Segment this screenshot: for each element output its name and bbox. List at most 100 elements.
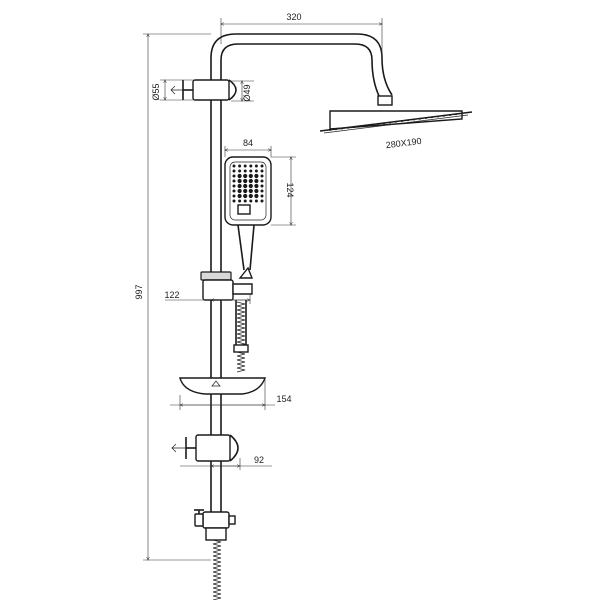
soap-tray-icon — [179, 377, 266, 395]
nozzle-dot — [335, 128, 337, 131]
spray-dot — [254, 188, 259, 194]
spray-dot — [260, 174, 264, 178]
spray-dot — [243, 193, 248, 199]
wall-bracket-icon — [170, 79, 237, 101]
nozzle-dot — [413, 118, 415, 121]
spray-dot — [243, 178, 248, 184]
dim-overall-height-label: 997 — [134, 284, 144, 299]
nozzle-dot — [455, 113, 457, 116]
spray-dot — [232, 169, 236, 173]
spray-dot — [237, 188, 242, 194]
dim-head-size-label: 280X190 — [385, 136, 422, 150]
nozzle-dot — [377, 123, 379, 125]
nozzle-dot — [365, 124, 367, 127]
dimension-lower-bracket: 92 — [180, 455, 272, 470]
spray-dot — [232, 164, 236, 168]
spray-dot — [249, 164, 253, 168]
nozzle-dot — [341, 127, 343, 130]
lower-bracket — [171, 434, 239, 462]
spray-dot — [232, 179, 236, 183]
spray-dot — [260, 194, 264, 198]
spray-dot — [248, 188, 253, 194]
nozzle-dot — [389, 121, 391, 124]
spray-dot — [260, 184, 264, 188]
nozzle-dot — [347, 126, 349, 129]
spray-dot — [260, 189, 264, 193]
nozzle-dot — [449, 114, 451, 116]
dimension-bracket-dia: Ø55 — [151, 80, 193, 101]
dim-tray-width-label: 154 — [276, 394, 291, 404]
spray-dot — [254, 173, 259, 179]
dimension-pipe-dia: Ø49 — [231, 81, 254, 102]
overhead-arm — [210, 33, 393, 106]
nozzle-dot — [329, 129, 331, 131]
spray-dot — [243, 188, 248, 194]
hand-shower-spray-dots — [232, 164, 264, 203]
shower-head-nozzles — [329, 113, 457, 131]
nozzle-dot — [443, 114, 445, 117]
dim-slider-offset-label: 122 — [164, 290, 179, 300]
nozzle-dot — [431, 116, 433, 119]
spray-dot — [248, 193, 253, 199]
spray-dot — [232, 174, 236, 178]
nozzle-dot — [425, 117, 427, 119]
dim-bracket-dia-label: Ø55 — [151, 83, 161, 100]
dim-lower-bracket-label: 92 — [254, 455, 264, 465]
spray-dot — [254, 193, 259, 199]
slider-holder — [200, 266, 254, 301]
nozzle-dot — [401, 120, 403, 122]
hand-shower-icon — [224, 156, 272, 271]
dim-top-width-label: 320 — [286, 12, 301, 22]
spray-dot — [243, 173, 248, 179]
spray-dot — [260, 169, 264, 173]
nozzle-dot — [359, 125, 361, 128]
spray-dot — [232, 194, 236, 198]
nozzle-dot — [437, 115, 439, 118]
spray-dot — [260, 199, 264, 203]
spray-dot — [237, 173, 242, 179]
diverter-valve-icon — [194, 509, 236, 600]
spray-dot — [254, 169, 258, 173]
shower-head-icon — [319, 110, 473, 134]
spray-dot — [260, 164, 264, 168]
spray-dot — [238, 199, 242, 203]
spray-dot — [237, 183, 242, 189]
nozzle-dot — [407, 119, 409, 122]
spray-dot — [254, 178, 259, 184]
spray-dot — [249, 199, 253, 203]
dimension-tray-width: 154 — [170, 379, 292, 410]
spray-dot — [237, 193, 242, 199]
spray-dot — [238, 164, 242, 168]
spray-dot — [238, 169, 242, 173]
spray-dot — [243, 199, 247, 203]
hose-icon — [233, 300, 249, 373]
dim-pipe-dia-label: Ø49 — [242, 84, 252, 101]
nozzle-dot — [395, 120, 397, 123]
spray-dot — [248, 183, 253, 189]
spray-dot — [249, 169, 253, 173]
dimension-top-width: 320 — [221, 12, 382, 58]
spray-dot — [254, 164, 258, 168]
nozzle-dot — [353, 126, 355, 128]
spray-dot — [232, 184, 236, 188]
spray-dot — [254, 183, 259, 189]
nozzle-dot — [371, 123, 373, 126]
dimension-handshower-height: 124 — [271, 157, 296, 225]
spray-dot — [237, 178, 242, 184]
spray-dot — [243, 183, 248, 189]
dim-handshower-height-label: 124 — [285, 182, 295, 197]
dim-handshower-width-label: 84 — [243, 138, 253, 148]
spray-dot — [243, 164, 247, 168]
nozzle-dot — [383, 122, 385, 125]
nozzle-dot — [419, 117, 421, 120]
dimension-handshower-width: 84 — [225, 138, 271, 157]
spray-dot — [248, 173, 253, 179]
spray-dot — [248, 178, 253, 184]
dimension-overall-height: 997 — [134, 34, 211, 560]
spray-dot — [254, 199, 258, 203]
spray-dot — [243, 169, 247, 173]
dimension-head-size: 280X190 — [385, 136, 422, 150]
spray-dot — [260, 179, 264, 183]
spray-dot — [232, 189, 236, 193]
